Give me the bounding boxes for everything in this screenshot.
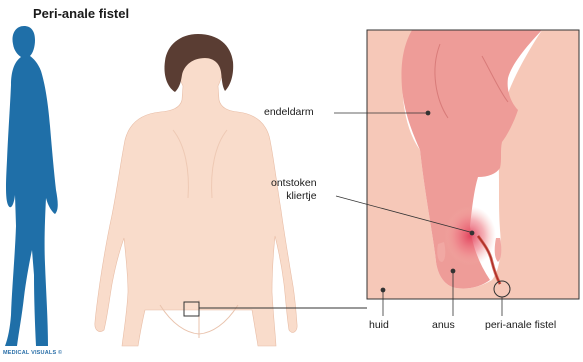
diagram-title: Peri-anale fistel (33, 6, 129, 21)
credit-text: MEDICAL VISUALS © (3, 350, 62, 356)
label-ontstoken-line2: kliertje (271, 190, 317, 203)
human-silhouette (5, 26, 58, 346)
label-huid: huid (369, 319, 389, 331)
woman-figure (95, 34, 297, 346)
label-endeldarm-text: endeldarm (264, 106, 314, 118)
label-ontstoken-kliertje: ontstoken kliertje (271, 177, 317, 203)
label-peri-anale-fistel: peri-anale fistel (485, 319, 556, 331)
label-endeldarm: endeldarm (264, 106, 314, 118)
label-anus: anus (432, 319, 455, 331)
label-ontstoken-line1: ontstoken (271, 177, 317, 190)
cross-section-inset (367, 30, 579, 299)
